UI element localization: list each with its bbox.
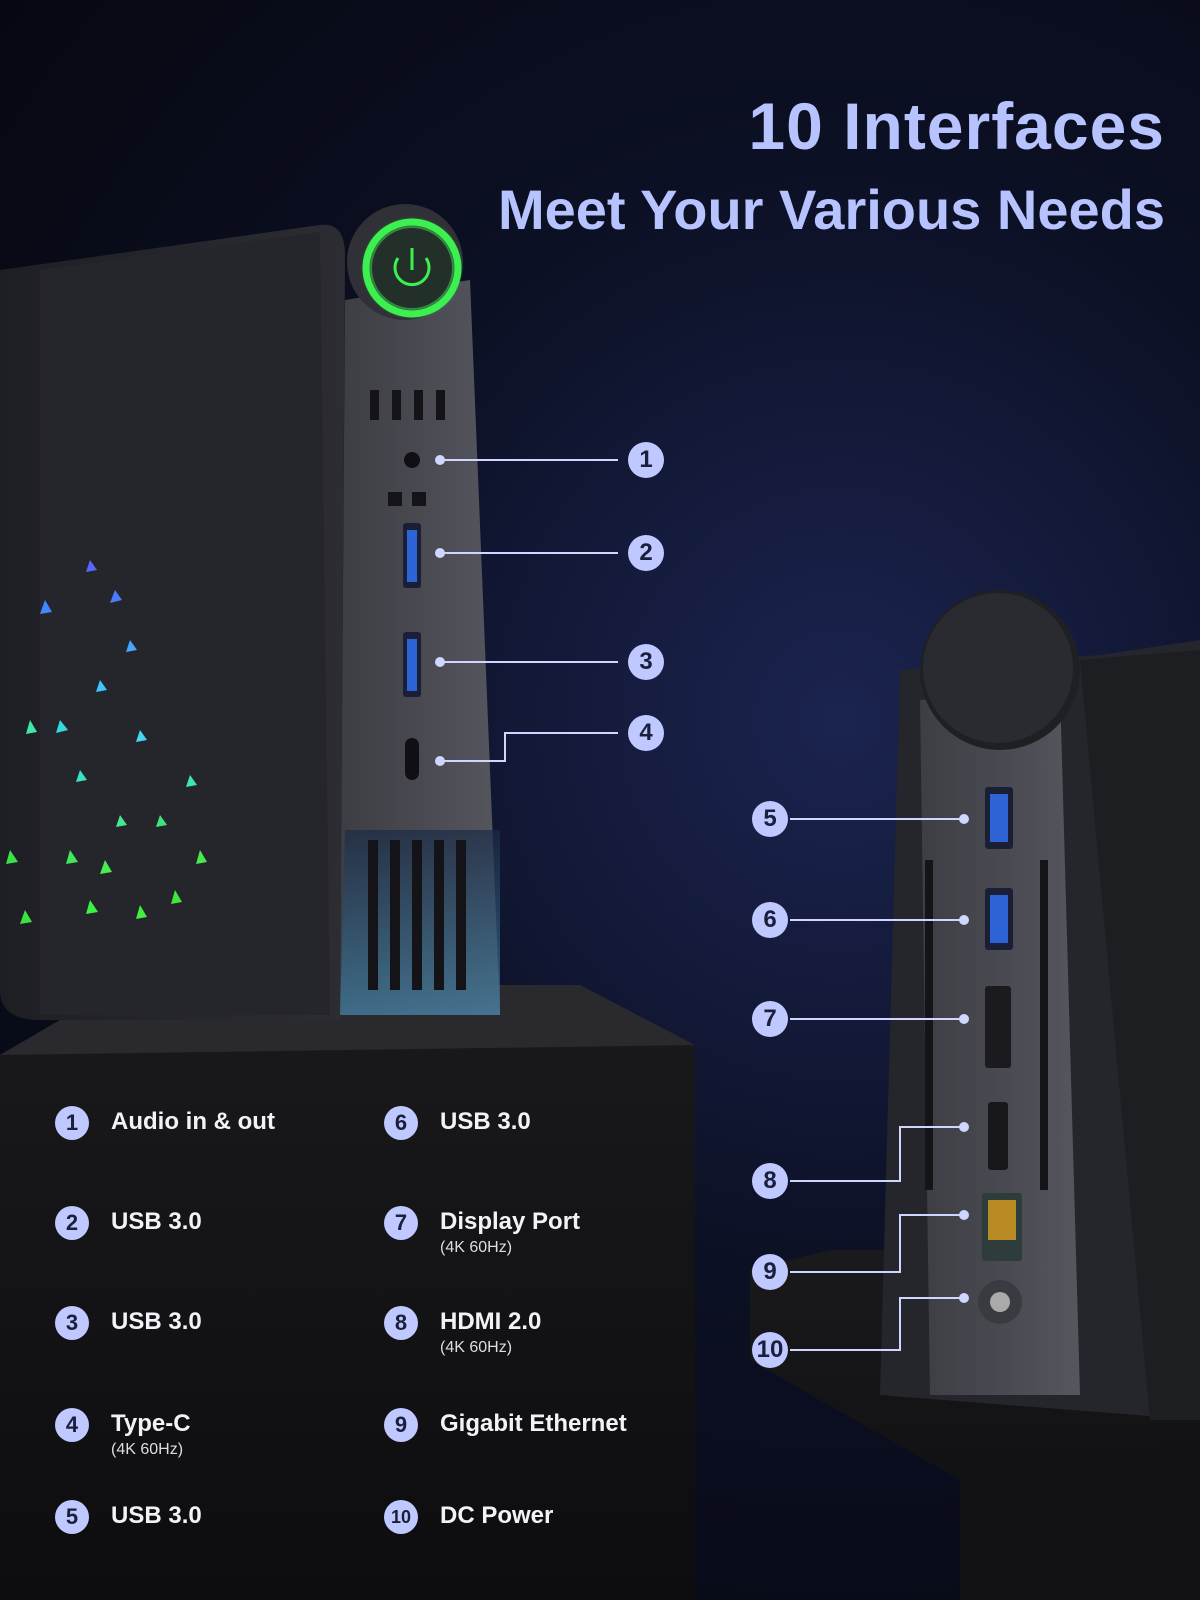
spec-label: USB 3.0	[440, 1108, 531, 1135]
spec-label: HDMI 2.0	[440, 1308, 542, 1335]
spec-sublabel: (4K 60Hz)	[111, 1441, 184, 1458]
spec-label: USB 3.0	[111, 1308, 202, 1335]
spec-item-usb-6: 6 USB 3.0	[384, 1106, 531, 1140]
spec-badge: 10	[384, 1500, 418, 1534]
callout-badge: 2	[628, 535, 664, 571]
callout-badge: 6	[752, 902, 788, 938]
spec-item-hdmi: 8 HDMI 2.0 (4K 60Hz)	[384, 1306, 541, 1358]
spec-label: DC Power	[440, 1502, 554, 1529]
callout-badge: 1	[628, 442, 664, 478]
callout-badge: 3	[628, 644, 664, 680]
spec-label: Type-C	[111, 1410, 191, 1437]
spec-label: Audio in & out	[111, 1108, 275, 1135]
spec-badge: 7	[384, 1206, 418, 1240]
spec-badge: 6	[384, 1106, 418, 1140]
spec-label: USB 3.0	[111, 1502, 202, 1529]
spec-badge: 5	[55, 1500, 89, 1534]
spec-item-dc-power: 10 DC Power	[384, 1500, 553, 1534]
callout-badge: 5	[752, 801, 788, 837]
spec-badge: 4	[55, 1408, 89, 1442]
spec-label: Display Port	[440, 1208, 581, 1235]
rgb-lights	[6, 560, 207, 924]
spec-badge: 9	[384, 1408, 418, 1442]
callout-badge: 7	[752, 1001, 788, 1037]
callout-badge: 8	[752, 1163, 788, 1199]
spec-item-type-c: 4 Type-C (4K 60Hz)	[55, 1408, 191, 1460]
spec-badge: 8	[384, 1306, 418, 1340]
spec-label: Gigabit Ethernet	[440, 1410, 627, 1437]
spec-badge: 1	[55, 1106, 89, 1140]
spec-item-audio: 1 Audio in & out	[55, 1106, 275, 1140]
callout-badge: 4	[628, 715, 664, 751]
spec-label: USB 3.0	[111, 1208, 202, 1235]
spec-item-displayport: 7 Display Port (4K 60Hz)	[384, 1206, 580, 1258]
spec-sublabel: (4K 60Hz)	[440, 1339, 513, 1356]
headline: 10 Interfaces Meet Your Various Needs	[498, 90, 1165, 250]
callout-badge: 9	[752, 1254, 788, 1290]
spec-item-usb-3: 3 USB 3.0	[55, 1306, 202, 1340]
headline-subtitle: Meet Your Various Needs	[497, 178, 1165, 241]
callout-badge: 10	[752, 1332, 788, 1368]
spec-sublabel: (4K 60Hz)	[440, 1239, 513, 1256]
headline-title: 10 Interfaces	[748, 89, 1165, 163]
spec-item-usb-5: 5 USB 3.0	[55, 1500, 202, 1534]
spec-badge: 2	[55, 1206, 89, 1240]
spec-badge: 3	[55, 1306, 89, 1340]
spec-item-usb-2: 2 USB 3.0	[55, 1206, 202, 1240]
spec-item-ethernet: 9 Gigabit Ethernet	[384, 1408, 627, 1442]
